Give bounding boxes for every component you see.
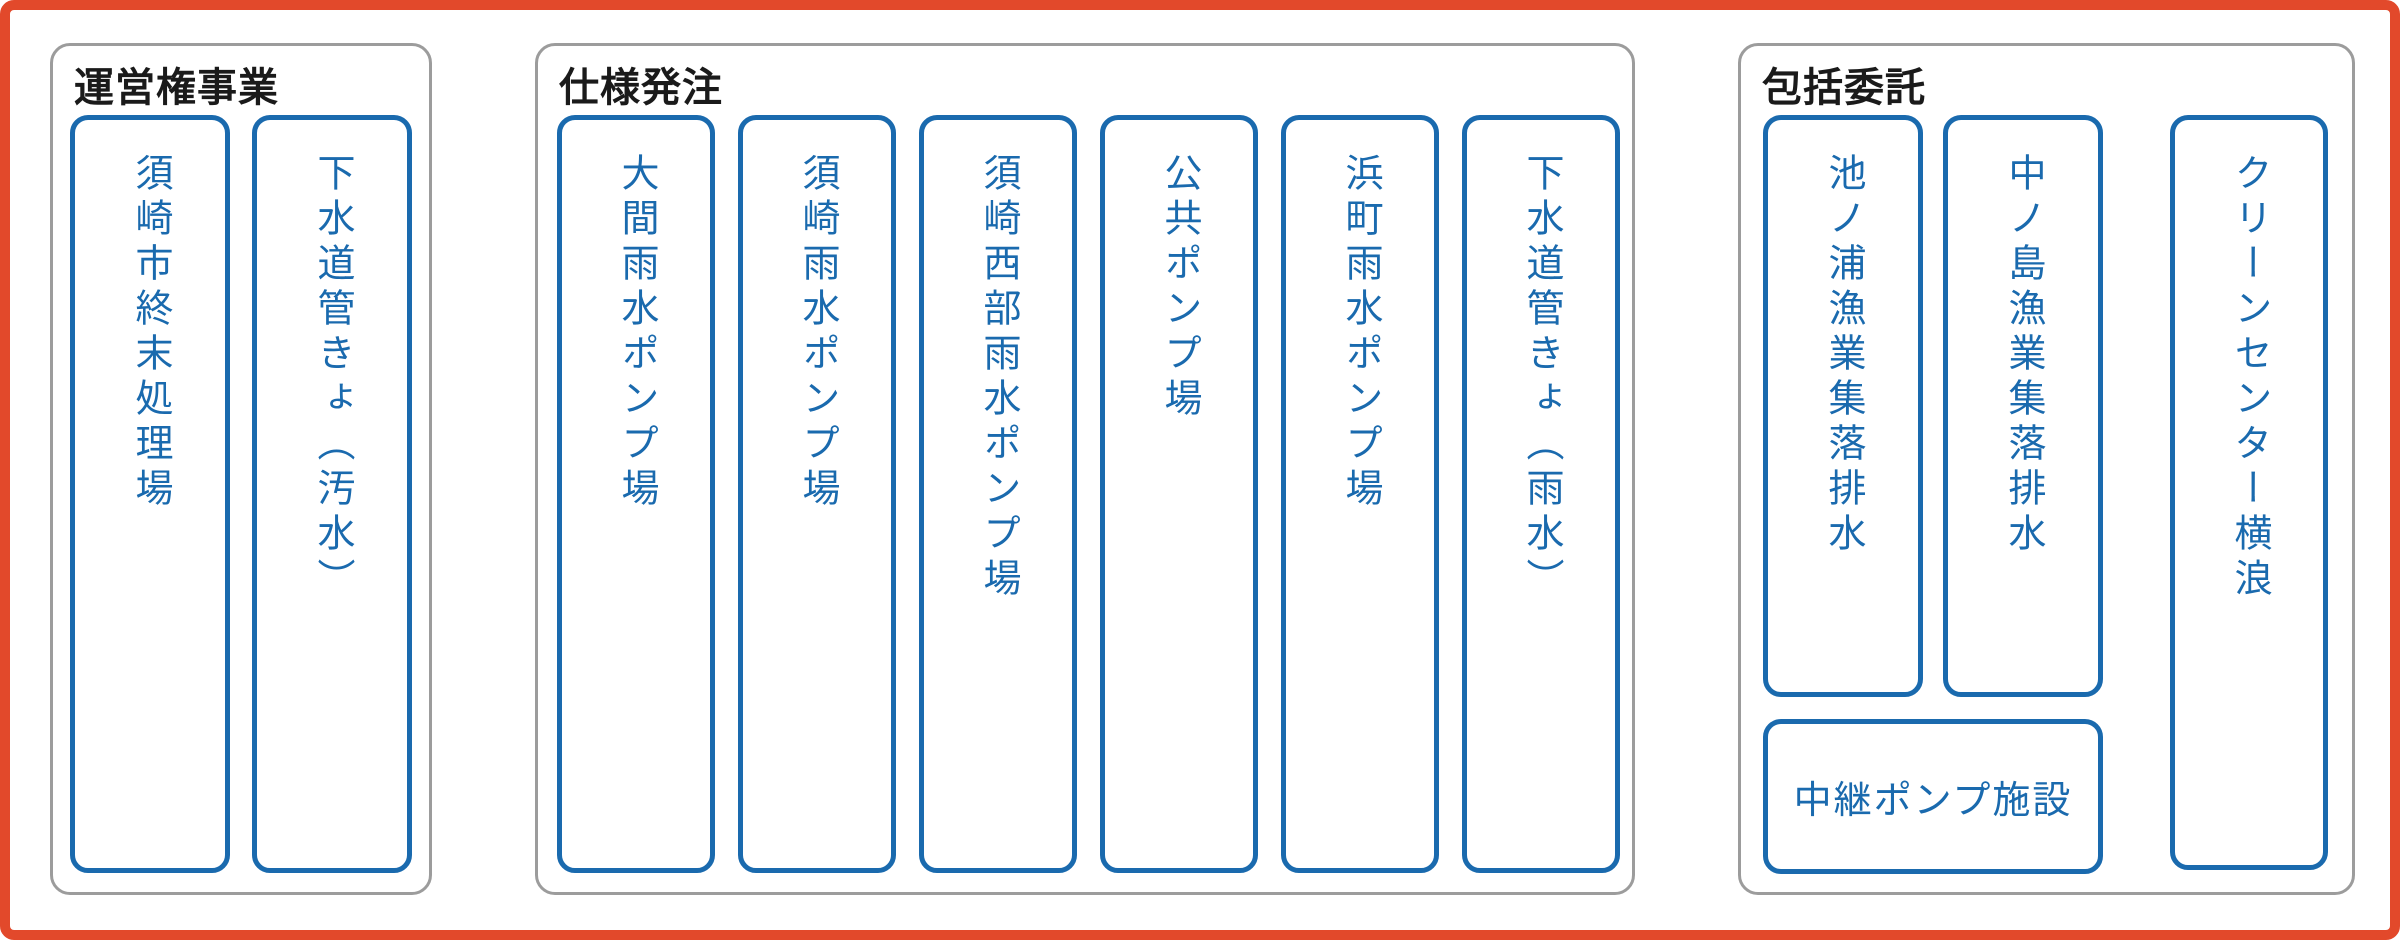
facility-box: 浜町雨水ポンプ場 <box>1281 115 1439 873</box>
facility-label: 大間雨水ポンプ場 <box>615 153 657 513</box>
facility-box: 須崎西部雨水ポンプ場 <box>919 115 1077 873</box>
facility-label: クリーンセンター横浪 <box>2228 153 2270 603</box>
group-operation-rights: 運営権事業 須崎市終末処理場 下水道管きょ（汚水） <box>50 43 432 895</box>
facility-label: 須崎西部雨水ポンプ場 <box>977 153 1019 603</box>
group-title: 運営権事業 <box>74 66 279 110</box>
facility-box: 須崎市終末処理場 <box>70 115 230 873</box>
group-title: 包括委託 <box>1762 66 1926 110</box>
facility-box: 下水道管きょ（汚水） <box>252 115 412 873</box>
facility-label: 下水道管きょ（雨水） <box>1520 153 1562 603</box>
group-comprehensive-consignment: 包括委託 池ノ浦漁業集落排水 中ノ島漁業集落排水 中継ポンプ施設 クリーンセンタ… <box>1738 43 2355 895</box>
facility-box: 中ノ島漁業集落排水 <box>1943 115 2103 697</box>
facility-box: 下水道管きょ（雨水） <box>1462 115 1620 873</box>
facility-box: 公共ポンプ場 <box>1100 115 1258 873</box>
facility-label: 下水道管きょ（汚水） <box>311 153 353 603</box>
facility-label: 中継ポンプ施設 <box>1793 780 2073 822</box>
facility-box: 池ノ浦漁業集落排水 <box>1763 115 1923 697</box>
facility-label: 中ノ島漁業集落排水 <box>2002 153 2044 558</box>
group-items: 須崎市終末処理場 下水道管きょ（汚水） <box>70 115 412 873</box>
facility-label: 須崎雨水ポンプ場 <box>796 153 838 513</box>
facility-box: 須崎雨水ポンプ場 <box>738 115 896 873</box>
facility-box: 大間雨水ポンプ場 <box>557 115 715 873</box>
group-items: 大間雨水ポンプ場 須崎雨水ポンプ場 須崎西部雨水ポンプ場 公共ポンプ場 浜町雨水… <box>557 115 1620 873</box>
group-spec-order: 仕様発注 大間雨水ポンプ場 須崎雨水ポンプ場 須崎西部雨水ポンプ場 公共ポンプ場… <box>535 43 1635 895</box>
facility-label: 公共ポンプ場 <box>1158 153 1200 423</box>
facility-label: 浜町雨水ポンプ場 <box>1339 153 1381 513</box>
facility-label: 池ノ浦漁業集落排水 <box>1822 153 1864 558</box>
facility-label: 須崎市終末処理場 <box>129 153 171 513</box>
facility-box-relay-pump: 中継ポンプ施設 <box>1763 719 2103 874</box>
facility-box: クリーンセンター横浪 <box>2170 115 2328 870</box>
group-title: 仕様発注 <box>559 66 723 110</box>
